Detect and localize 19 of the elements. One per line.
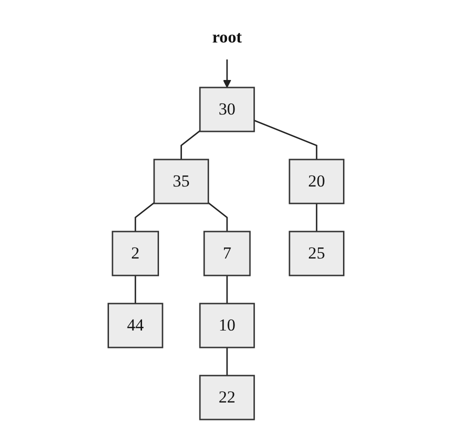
node-box: 35 — [153, 158, 210, 204]
node-box: 7 — [203, 230, 251, 276]
connector — [180, 130, 200, 160]
node-box: 2 — [112, 230, 160, 276]
node-box: 22 — [199, 374, 255, 420]
node-box: 20 — [288, 158, 344, 204]
arrow — [222, 59, 232, 88]
connector — [226, 348, 228, 376]
connector — [226, 275, 228, 304]
node-box: 10 — [199, 302, 255, 348]
node-box: 25 — [288, 230, 344, 276]
connector — [134, 202, 155, 232]
node-text: root — [212, 28, 242, 46]
connector — [316, 203, 318, 232]
connector — [254, 120, 318, 160]
connector — [208, 202, 228, 232]
connector — [134, 275, 136, 304]
node-box: 44 — [108, 302, 164, 348]
node-box: 30 — [199, 86, 255, 132]
